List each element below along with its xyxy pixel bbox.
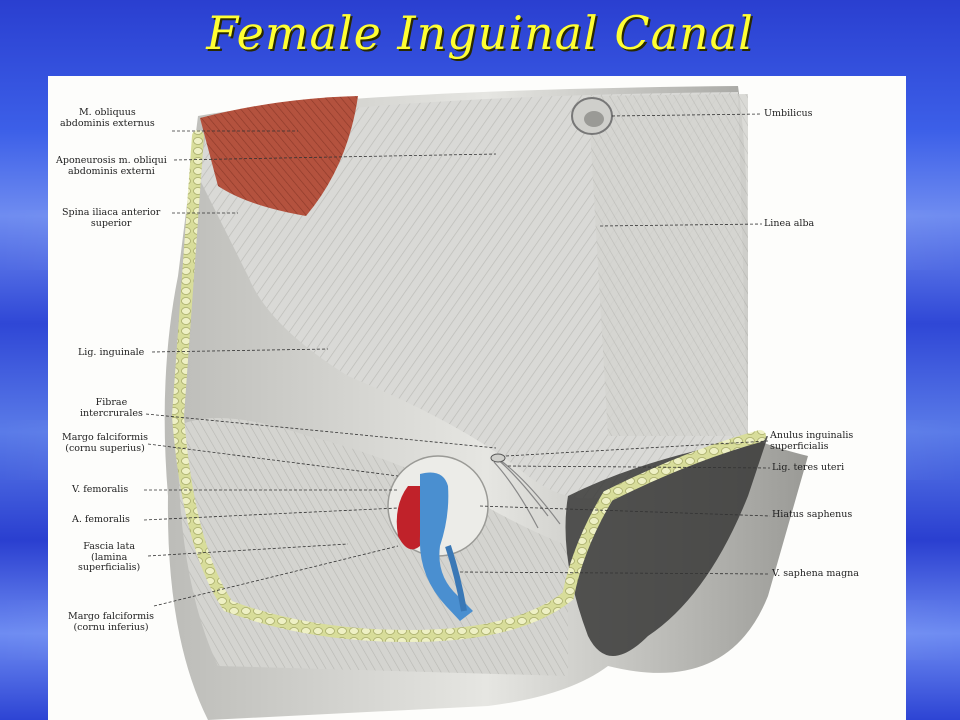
- label-v-saphena: V. saphena magna: [772, 568, 859, 580]
- label-line: Linea alba: [764, 218, 815, 229]
- label-line: M. obliquus: [78, 107, 136, 118]
- label-line: Margo falciformis: [62, 432, 149, 443]
- label-line: superficialis): [78, 562, 141, 573]
- femoral-vein: [419, 472, 473, 621]
- label-line: abdominis externus: [60, 117, 155, 129]
- label-line: Lig. teres uteri: [772, 462, 845, 473]
- label-fascia-lata: Fascia lata (lamina superficialis): [78, 541, 141, 574]
- label-line: abdominis externi: [68, 165, 155, 177]
- label-fibrae-intercrurales: Fibrae intercrurales: [80, 397, 143, 419]
- label-line: V. saphena magna: [772, 568, 859, 579]
- label-spina-iliaca: Spina iliaca anterior superior: [62, 207, 161, 229]
- obliquus-externus-muscle: [200, 96, 358, 216]
- label-line: (cornu inferius): [73, 621, 149, 633]
- leader-lines: [143, 113, 771, 607]
- label-line: V. femoralis: [72, 484, 129, 495]
- label-line: Hiatus saphenus: [772, 509, 853, 520]
- label-line: Fascia lata: [83, 541, 135, 552]
- linea-alba-region: [588, 94, 748, 436]
- label-line: (cornu superius): [65, 442, 145, 454]
- label-umbilicus: Umbilicus: [764, 108, 813, 120]
- anatomy-illustration: M. obliquus abdominis externus Aponeuros…: [48, 76, 906, 720]
- label-line: Aponeurosis m. obliqui: [56, 155, 167, 166]
- fat-border: [171, 130, 766, 643]
- label-line: Anulus inguinalis: [770, 430, 854, 441]
- label-line: A. femoralis: [72, 514, 130, 525]
- label-line: Fibrae: [95, 397, 128, 408]
- label-line: Spina iliaca anterior: [62, 207, 161, 218]
- label-line: superficialis: [770, 440, 829, 452]
- label-line: intercrurales: [80, 407, 143, 419]
- label-line: Margo falciformis: [68, 611, 155, 622]
- label-lig-teres: Lig. teres uteri: [772, 462, 845, 474]
- label-line: Umbilicus: [764, 108, 813, 119]
- label-a-femoralis: A. femoralis: [72, 514, 130, 526]
- label-margo-inferius: Margo falciformis (cornu inferius): [68, 611, 155, 633]
- saphena-magna-vein: [445, 545, 467, 612]
- label-line: superior: [90, 217, 132, 229]
- label-anulus-inguinalis: Anulus inguinalis superficialis: [770, 430, 854, 452]
- label-line: Lig. inguinale: [78, 347, 145, 358]
- anatomy-drawing: [143, 86, 809, 720]
- label-obliquus-externus: M. obliquus abdominis externus: [60, 107, 155, 129]
- label-aponeurosis: Aponeurosis m. obliqui abdominis externi: [56, 155, 167, 177]
- slide-title: Female Inguinal Canal: [206, 6, 754, 60]
- label-line: (lamina: [91, 551, 128, 563]
- femoral-artery: [396, 486, 423, 550]
- label-margo-superius: Margo falciformis (cornu superius): [62, 432, 149, 454]
- label-hiatus-saphenus: Hiatus saphenus: [772, 509, 853, 521]
- label-lig-inguinale: Lig. inguinale: [78, 347, 145, 359]
- label-v-femoralis: V. femoralis: [72, 484, 129, 496]
- label-linea-alba: Linea alba: [764, 218, 815, 230]
